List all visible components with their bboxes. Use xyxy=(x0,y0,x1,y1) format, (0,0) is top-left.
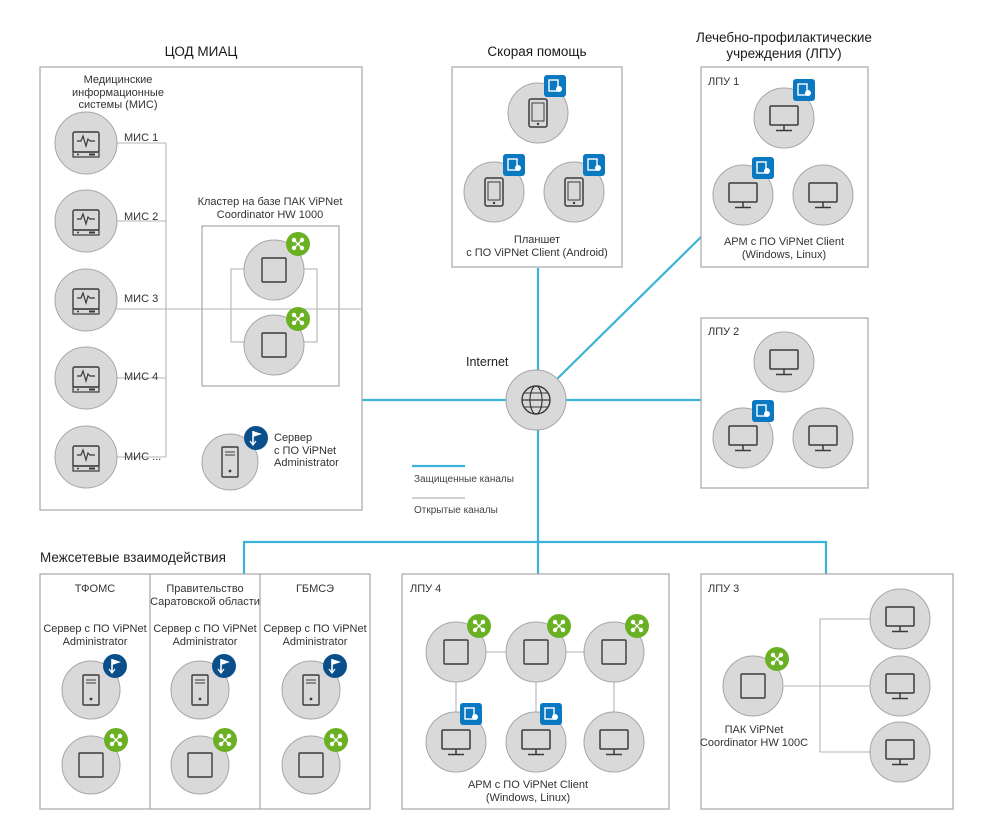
tablet-2 xyxy=(463,153,526,223)
link-lpu1-internet xyxy=(556,236,702,380)
gbmse-coordinator xyxy=(281,727,349,795)
lpu1-pc-3 xyxy=(792,164,854,226)
mis-4-device xyxy=(54,346,118,410)
legend-secure-label: Защищенные каналы xyxy=(414,474,514,485)
gbmse-name: ГБМСЭ xyxy=(295,583,335,595)
gov-name: Правительство Саратовской области xyxy=(150,583,260,608)
lpu2-box xyxy=(700,317,869,489)
cluster-label: Кластер на базе ПАК ViPNet Coordinator H… xyxy=(197,196,343,221)
cluster-coordinator-2 xyxy=(243,306,311,376)
miac-box xyxy=(39,66,363,511)
lpu-group-title: Лечебно-профилактические учреждения (ЛПУ… xyxy=(696,30,872,61)
lpu4-coordinator-3 xyxy=(583,613,650,683)
lpu3-label: ЛПУ 3 xyxy=(708,583,740,595)
intersite-title: Межсетевые взаимодействия xyxy=(40,550,226,565)
mis-4-label: МИС 4 xyxy=(124,371,159,383)
lpu3-box xyxy=(700,573,954,810)
mis-n-device xyxy=(54,425,118,489)
gbmse-server-label: Сервер с ПО ViPNet Administrator xyxy=(263,623,367,648)
legend-open-label: Открытые каналы xyxy=(414,505,498,516)
lpu2-label: ЛПУ 2 xyxy=(708,326,740,338)
link-bus-bottom xyxy=(242,540,828,574)
gov-server xyxy=(170,653,237,720)
mis-1-device xyxy=(54,111,118,175)
mis-n-label: МИС ... xyxy=(124,451,162,463)
lpu1-pc-2 xyxy=(712,156,775,226)
miac-admin-server xyxy=(201,425,269,491)
mis-3-label: МИС 3 xyxy=(124,293,159,305)
globe-icon xyxy=(505,369,567,431)
mis-2-label: МИС 2 xyxy=(124,211,159,223)
miac-title: ЦОД МИАЦ xyxy=(164,44,238,59)
lpu4-box xyxy=(401,573,670,810)
lpu1-box xyxy=(700,66,869,268)
gov-server-label: Сервер с ПО ViPNet Administrator xyxy=(153,623,257,648)
mis-devices xyxy=(54,111,118,489)
lpu4-pc-3 xyxy=(583,711,645,773)
mis-2-device xyxy=(54,189,118,253)
tfoms-server-label: Сервер с ПО ViPNet Administrator xyxy=(43,623,147,648)
lpu3-pc-3 xyxy=(869,721,931,783)
tfoms-server xyxy=(61,653,128,720)
lpu4-coordinator-1 xyxy=(425,613,492,683)
tablet-1 xyxy=(507,74,569,144)
mis-3-device xyxy=(54,268,118,332)
tfoms-name: ТФОМС xyxy=(74,583,116,595)
lpu3-caption: ПАК ViPNet Coordinator HW 100C xyxy=(699,724,809,749)
cluster-box xyxy=(201,225,340,387)
lpu4-pc-1 xyxy=(425,702,487,773)
intersite-box xyxy=(39,573,371,810)
internet-label: Internet xyxy=(466,355,509,369)
lpu1-label: ЛПУ 1 xyxy=(708,76,740,88)
lpu4-label: ЛПУ 4 xyxy=(410,583,442,595)
lpu2-pc-3 xyxy=(792,407,854,469)
lpu1-caption: АРМ с ПО ViPNet Client (Windows, Linux) xyxy=(723,236,845,261)
tablet-3 xyxy=(543,153,606,223)
ambulance-caption: Планшет с ПО ViPNet Client (Android) xyxy=(466,234,608,259)
mis-title: Медицинские информационные системы (МИС) xyxy=(72,74,164,112)
cluster-coordinator-1 xyxy=(243,231,311,301)
gov-coordinator xyxy=(170,727,238,795)
lpu3-coordinator xyxy=(722,646,790,717)
ambulance-box xyxy=(451,66,623,268)
secure-links xyxy=(242,236,828,574)
lpu4-coordinator-2 xyxy=(505,613,572,683)
lpu3-pc-2 xyxy=(869,655,931,717)
lpu3-pc-1 xyxy=(869,588,931,650)
lpu4-pc-2 xyxy=(505,702,567,773)
gbmse-server xyxy=(281,653,348,720)
lpu1-pc-1 xyxy=(753,78,816,149)
lpu4-caption: АРМ с ПО ViPNet Client (Windows, Linux) xyxy=(467,779,589,804)
lpu2-pc-2 xyxy=(712,399,775,469)
tfoms-coordinator xyxy=(61,727,129,795)
ambulance-title: Скорая помощь xyxy=(487,44,587,59)
lpu2-pc-1 xyxy=(753,331,815,393)
mis-1-label: МИС 1 xyxy=(124,132,159,144)
miac-server-label: Сервер с ПО ViPNet Administrator xyxy=(274,432,339,470)
